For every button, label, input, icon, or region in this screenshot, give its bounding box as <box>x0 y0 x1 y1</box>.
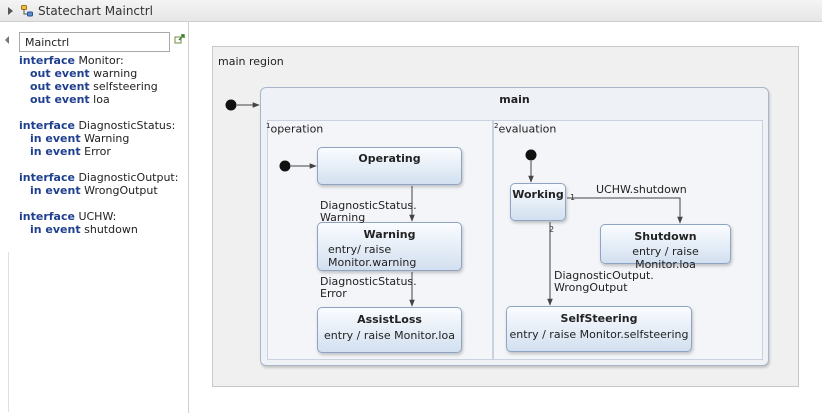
event-line: out event loa <box>30 93 110 106</box>
state-name: Shutdown <box>634 230 697 243</box>
event-line: out event warning <box>30 67 138 80</box>
state-shutdown[interactable]: Shutdown entry / raise Monitor.loa <box>600 224 731 271</box>
event-line: in event shutdown <box>30 223 138 236</box>
divider <box>8 252 9 412</box>
event-line: in event WrongOutput <box>30 184 158 197</box>
composite-state-name: main <box>499 93 530 106</box>
transition-label-warning[interactable]: DiagnosticStatus. Warning <box>320 199 417 224</box>
statechart-name-field[interactable] <box>19 32 170 52</box>
state-name: Warning <box>363 228 416 241</box>
main-region-label: main region <box>218 55 284 68</box>
transition-label-error[interactable]: DiagnosticStatus. Error <box>320 275 417 300</box>
state-name: SelfSteering <box>560 312 638 325</box>
editor-title: Statechart Mainctrl <box>38 3 153 18</box>
definition-section: interface Monitor: out event warning out… <box>0 22 189 413</box>
state-behavior: entry/ raise Monitor.warning <box>328 243 417 269</box>
interface-line: interface Monitor: <box>19 54 124 67</box>
interface-definitions[interactable]: interface Monitor: out event warning out… <box>19 54 187 236</box>
state-behavior: entry / raise Monitor.loa <box>632 245 699 271</box>
transition-priority: 1 <box>570 193 576 202</box>
transition-label-shutdown[interactable]: UCHW.shutdown <box>596 183 687 196</box>
statechart-icon <box>21 4 33 16</box>
state-name: AssistLoss <box>357 313 422 326</box>
transition-priority: 2 <box>549 225 555 234</box>
event-line: out event selfsteering <box>30 80 158 93</box>
interface-line: interface DiagnosticOutput: <box>19 171 179 184</box>
event-line: in event Error <box>30 145 111 158</box>
state-behavior: entry / raise Monitor.loa <box>324 329 455 342</box>
state-name: Operating <box>358 152 421 165</box>
expand-arrow-icon[interactable] <box>8 6 13 15</box>
state-selfsteering[interactable]: SelfSteering entry / raise Monitor.selfs… <box>506 306 692 352</box>
state-working[interactable]: Working <box>510 183 566 221</box>
collapse-panel-icon[interactable] <box>5 36 9 44</box>
state-behavior: entry / raise Monitor.selfsteering <box>509 328 689 341</box>
event-line: in event Warning <box>30 132 130 145</box>
interface-line: interface UCHW: <box>19 210 117 223</box>
region-operation-label: 1operation <box>266 122 324 136</box>
pin-icon[interactable] <box>174 33 186 45</box>
state-assistloss[interactable]: AssistLoss entry / raise Monitor.loa <box>317 307 462 353</box>
state-operating[interactable]: Operating <box>317 147 462 185</box>
transition-label-wrongoutput[interactable]: DiagnosticOutput. WrongOutput <box>554 269 654 294</box>
region-evaluation-label: 2evaluation <box>494 122 557 136</box>
editor-tab[interactable]: Statechart Mainctrl <box>0 0 822 22</box>
state-name: Working <box>512 188 564 201</box>
state-warning[interactable]: Warning entry/ raise Monitor.warning <box>317 222 462 271</box>
interface-line: interface DiagnosticStatus: <box>19 119 176 132</box>
